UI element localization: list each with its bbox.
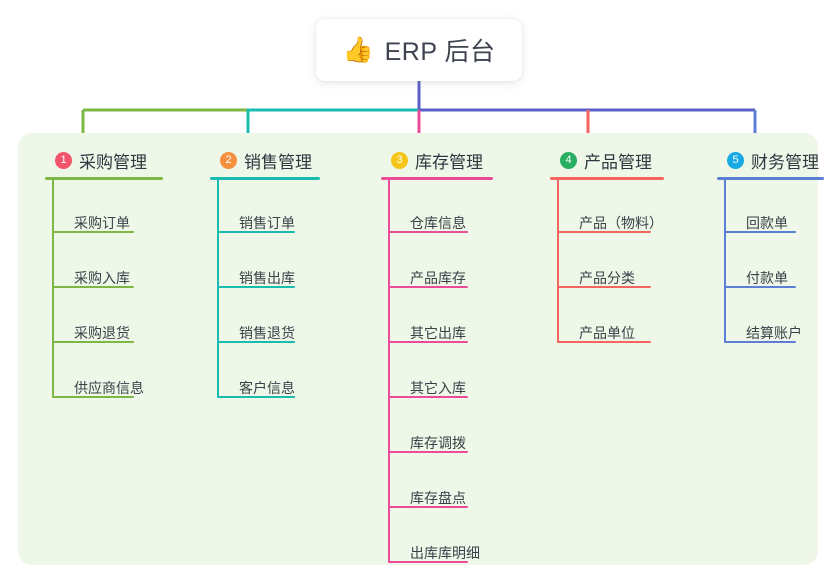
branch-item-rule <box>388 506 468 508</box>
branch-item-rule <box>724 231 796 233</box>
root-node[interactable]: 👍 ERP 后台 <box>316 19 522 81</box>
branch-item-label: 供应商信息 <box>74 380 144 396</box>
branch-rule-4 <box>550 177 664 180</box>
branch-badge-3: 3 <box>391 151 408 169</box>
branch-panel: 1 采购管理采购订单采购入库采购退货供应商信息 2 销售管理销售订单销售出库销售退货客… <box>18 133 824 565</box>
branch-rule-3 <box>381 177 493 180</box>
branch-item-label: 库存调拨 <box>410 435 466 451</box>
branch-item-label: 客户信息 <box>239 380 295 396</box>
branch-rule-1 <box>45 177 163 180</box>
branch-header-1[interactable]: 1 采购管理 <box>45 145 147 175</box>
branch-item-rule <box>724 341 796 343</box>
branch-item-label: 销售出库 <box>239 270 295 286</box>
branch-title-5: 财务管理 <box>751 152 819 172</box>
branch-item-rule <box>557 231 651 233</box>
branch-item-rule <box>217 396 295 398</box>
branch-badge-4: 4 <box>560 151 577 169</box>
branch-item-label: 回款单 <box>746 215 788 231</box>
root-node-content: 👍 ERP 后台 <box>342 32 495 68</box>
branch-title-3: 库存管理 <box>415 152 483 172</box>
branch-item-label: 采购入库 <box>74 270 130 286</box>
branch-item-rule <box>217 341 295 343</box>
thumbs-up-icon: 👍 <box>342 35 374 64</box>
branch-item-rule <box>388 341 468 343</box>
branch-item-rule <box>52 396 134 398</box>
branch-item-label: 其它入库 <box>410 380 466 396</box>
branch-item-rule <box>724 286 796 288</box>
branch-spine-3 <box>388 179 390 562</box>
branch-item-rule <box>388 286 468 288</box>
root-node-title: ERP 后台 <box>384 38 496 66</box>
branch-item-rule <box>52 341 134 343</box>
branch-item-label: 销售退货 <box>239 325 295 341</box>
branch-header-5[interactable]: 5 财务管理 <box>717 145 819 175</box>
branch-item-label: 付款单 <box>746 270 788 286</box>
branch-item-label: 产品分类 <box>579 270 635 286</box>
branch-item-rule <box>388 451 468 453</box>
branch-title-1: 采购管理 <box>79 152 147 172</box>
branch-rule-2 <box>210 177 320 180</box>
branch-item-label: 产品单位 <box>579 325 635 341</box>
branch-item-label: 结算账户 <box>746 325 802 341</box>
branch-badge-5: 5 <box>727 151 744 169</box>
branch-badge-1: 1 <box>55 151 72 169</box>
branch-spine-1 <box>52 179 54 397</box>
branch-item-label: 采购订单 <box>74 215 130 231</box>
branch-item-rule <box>557 341 651 343</box>
branch-header-4[interactable]: 4 产品管理 <box>550 145 652 175</box>
branch-item-rule <box>52 231 134 233</box>
branch-title-4: 产品管理 <box>584 152 652 172</box>
branch-badge-2: 2 <box>220 151 237 169</box>
branch-item-rule <box>388 561 468 563</box>
branch-item-label: 采购退货 <box>74 325 130 341</box>
branch-header-3[interactable]: 3 库存管理 <box>381 145 483 175</box>
branch-item-label: 其它出库 <box>410 325 466 341</box>
branch-item-label: 仓库信息 <box>410 215 466 231</box>
branch-title-2: 销售管理 <box>244 152 312 172</box>
branch-item-rule <box>388 396 468 398</box>
branch-item-label: 出库库明细 <box>410 545 480 561</box>
branch-spine-4 <box>557 179 559 342</box>
branch-header-2[interactable]: 2 销售管理 <box>210 145 312 175</box>
branch-spine-2 <box>217 179 219 397</box>
branch-spine-5 <box>724 179 726 342</box>
branch-item-rule <box>52 286 134 288</box>
branch-item-label: 产品库存 <box>410 270 466 286</box>
branch-item-rule <box>217 286 295 288</box>
branch-item-rule <box>388 231 468 233</box>
branch-item-rule <box>217 231 295 233</box>
branch-item-rule <box>557 286 651 288</box>
branch-item-label: 库存盘点 <box>410 490 466 506</box>
branch-item-label: 产品（物料） <box>579 215 663 231</box>
branch-item-label: 销售订单 <box>239 215 295 231</box>
branch-rule-5 <box>717 177 824 180</box>
